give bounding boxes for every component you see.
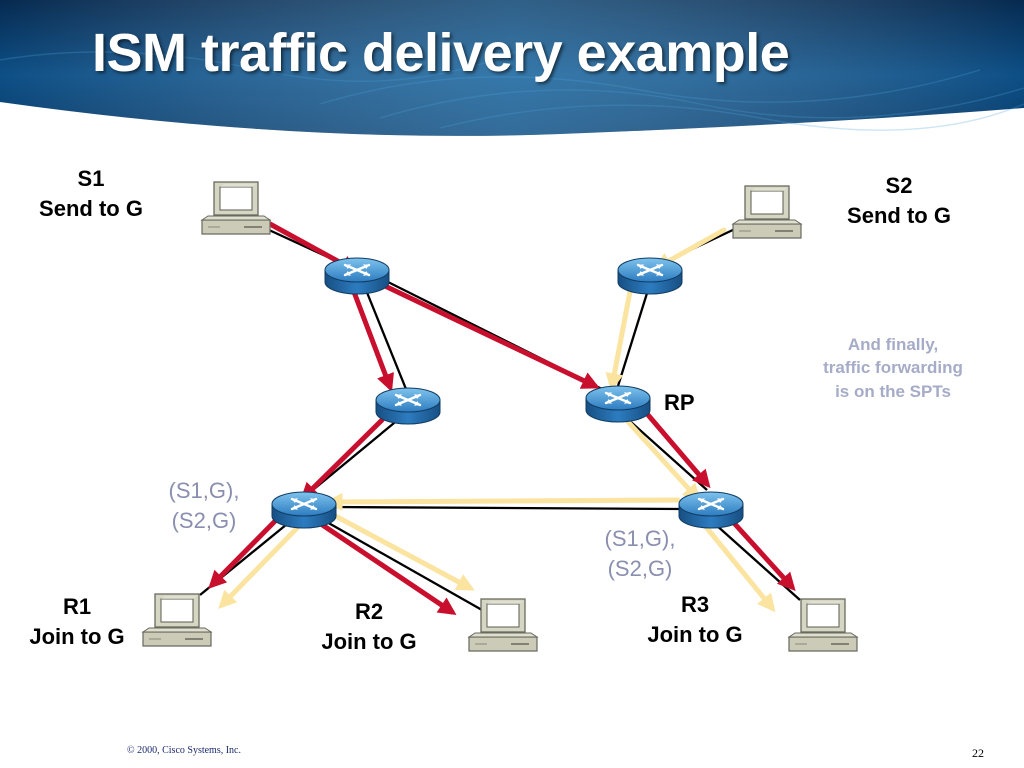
router-icon [270, 490, 338, 530]
r1-action: Join to G [29, 623, 125, 649]
pc-workstation-icon [142, 593, 212, 647]
rp-label: RP [664, 390, 695, 415]
s2-arrow-router-c-to-r2 [325, 509, 475, 591]
s1-arrow-router-b-to-router-c [300, 417, 385, 501]
s1-arrow-router-a-to-router-b [351, 289, 394, 393]
pc-workstation-icon [468, 598, 538, 652]
pc-workstation-icon [788, 598, 858, 652]
s1-traffic-arrows [208, 221, 796, 616]
s2-label: S2 Send to G [826, 171, 972, 230]
r3-action: Join to G [647, 621, 743, 647]
page-number: 22 [972, 746, 984, 760]
footer-copyright: © 2000, Cisco Systems, Inc. [127, 745, 241, 756]
link-router-b-router-c [307, 413, 406, 495]
title-banner [0, 0, 1024, 136]
s1-arrow-router-c-to-r1 [208, 509, 287, 589]
r2-name: R2 [354, 599, 384, 624]
s2-arrow-router-d-to-rp [605, 278, 635, 392]
s1-action: Send to G [39, 195, 143, 221]
r1-label: R1 Join to G [6, 592, 148, 651]
s2-action: Send to G [847, 202, 951, 228]
s1-arrow-rp-to-router-e [634, 399, 711, 489]
r3-name: R3 [680, 592, 710, 617]
router-icon [374, 386, 442, 426]
s1-label: S1 Send to G [18, 164, 164, 223]
network-links [199, 222, 801, 612]
link-rp-router-e [621, 413, 708, 491]
s2-arrow-router-e-to-r3 [699, 519, 776, 613]
s1-arrow-router-a-to-rp [382, 283, 600, 389]
r2-label: R2 Join to G [298, 597, 440, 656]
mroute-state-right-line2: (S2,G) [607, 555, 673, 581]
link-router-a-router-b [364, 289, 410, 395]
link-router-d-rp [616, 289, 650, 387]
slide-title: ISM traffic delivery example [92, 23, 790, 83]
mroute-state-left: (S1,G), (S2,G) [148, 476, 260, 535]
s1-arrow-router-e-to-r3 [721, 509, 796, 592]
s2-arrow-router-c-to-r1 [218, 522, 303, 609]
router-icon [323, 256, 391, 296]
router-icon [616, 256, 684, 296]
link-router-c-router-e [329, 505, 683, 511]
s1-name: S1 [77, 166, 105, 191]
spt-note-line2: traffic forwarding [823, 358, 963, 378]
mroute-state-left-line1: (S1,G), [168, 478, 240, 503]
s2-name: S2 [885, 173, 913, 198]
spt-note: And finally, traffic forwarding is on th… [800, 333, 986, 403]
router-icon [677, 490, 745, 530]
mroute-state-right: (S1,G), (S2,G) [584, 524, 696, 583]
s2-traffic-arrows [218, 227, 776, 613]
s2-arrow-router-e-to-router-c [324, 492, 681, 511]
spt-note-line3: is on the SPTs [835, 381, 951, 401]
mroute-state-left-line2: (S2,G) [171, 507, 237, 533]
r1-name: R1 [62, 594, 92, 619]
router-icon [584, 384, 652, 424]
pc-workstation-icon [732, 185, 802, 239]
link-router-c-r2 [317, 515, 483, 612]
pc-workstation-icon [201, 181, 271, 235]
r3-label: R3 Join to G [624, 590, 766, 649]
spt-note-line1: And finally, [847, 335, 939, 354]
s1-arrow-router-c-to-r2 [315, 519, 457, 616]
r2-action: Join to G [321, 628, 417, 654]
mroute-state-right-line1: (S1,G), [604, 526, 676, 551]
